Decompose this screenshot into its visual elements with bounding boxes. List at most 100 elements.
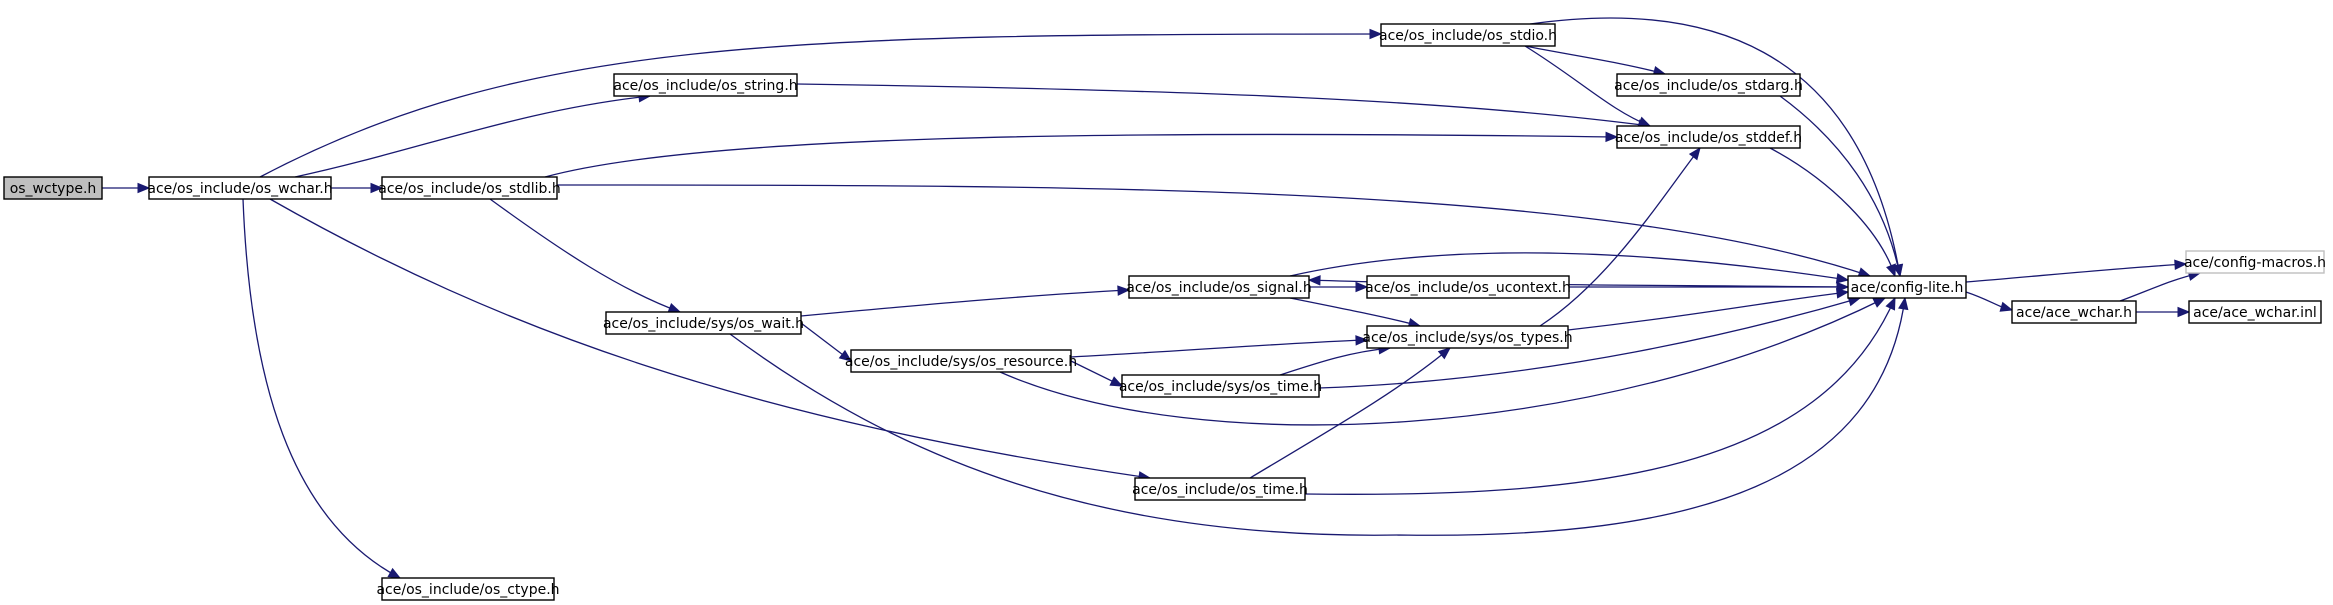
node-label: ace/os_include/os_stddef.h (1615, 130, 1802, 146)
edge-os_signal-to-os_ucontext (1309, 281, 1369, 293)
node-box (1366, 325, 1569, 349)
arrowhead-icon (838, 349, 853, 362)
node-label: ace/os_include/os_time.h (1132, 482, 1308, 498)
node-label: ace/ace_wchar.inl (2193, 305, 2317, 321)
node-label: ace/os_include/os_stdio.h (1379, 28, 1557, 44)
node-config-macros[interactable]: ace/config-macros.h (2184, 250, 2326, 274)
node-box (2185, 250, 2325, 274)
edges-layer (102, 17, 2202, 579)
edge-os_sys_time-to-os_types (1279, 344, 1392, 376)
arrowhead-icon (1355, 335, 1369, 346)
node-config-lite[interactable]: ace/config-lite.h (1847, 275, 1967, 299)
edge-line (259, 33, 1382, 178)
node-os-ctype[interactable]: ace/os_include/os_ctype.h (376, 577, 560, 601)
arrowhead-icon (1999, 301, 2014, 312)
arrowhead-icon (667, 302, 682, 313)
node-label: ace/os_include/os_stdarg.h (1614, 78, 1803, 94)
edge-os_wchar-to-os_stdio (259, 28, 1383, 178)
node-label: ace/os_include/os_string.h (613, 78, 797, 94)
edge-line (729, 297, 1906, 536)
arrowhead-icon (1109, 376, 1124, 387)
edge-os_signal-to-os_types (1289, 297, 1422, 329)
edge-os_stdarg-to-config_lite (1779, 95, 1903, 278)
edge-line (489, 198, 681, 313)
node-box (1128, 275, 1310, 299)
arrowhead-icon (1886, 263, 1896, 278)
node-os-wctype: os_wctype.h (3, 176, 103, 200)
edge-os_stdlib-to-config_lite (556, 184, 1872, 278)
node-os-types[interactable]: ace/os_include/sys/os_types.h (1362, 325, 1573, 349)
node-box (381, 577, 555, 601)
node-os-string[interactable]: ace/os_include/os_string.h (613, 73, 798, 97)
edge-os_time-to-config_lite (1304, 296, 1896, 495)
edge-line (1965, 263, 2187, 283)
node-box (1616, 125, 1801, 149)
node-label: ace/os_include/sys/os_resource.h (845, 354, 1077, 370)
edge-line (1249, 347, 1451, 479)
arrowhead-icon (1898, 296, 1909, 311)
arrowhead-icon (370, 182, 384, 194)
edge-line (1567, 291, 1849, 331)
node-label: ace/config-lite.h (1851, 280, 1964, 296)
arrowhead-icon (2177, 306, 2191, 318)
edge-os_stdlib-to-os_stddef (544, 131, 1619, 178)
edge-line (1779, 95, 1901, 277)
edge-os_stdio-to-os_stdarg (1524, 45, 1667, 77)
edge-line (1318, 297, 1861, 389)
edge-os_signal-to-config_lite (1289, 252, 1850, 284)
arrowhead-icon (2174, 259, 2188, 270)
edge-line (1289, 252, 1849, 281)
edge-line (999, 297, 1886, 426)
edge-os_wchar-to-os_ctype (242, 198, 402, 579)
node-label: ace/config-macros.h (2184, 255, 2326, 271)
edge-line (242, 198, 401, 579)
node-os-wait[interactable]: ace/os_include/sys/os_wait.h (603, 311, 804, 335)
edge-os_wait-to-os_signal (800, 285, 1131, 317)
edge-line (1304, 297, 1896, 495)
arrowhead-icon (1688, 146, 1701, 161)
edge-os_stddef-to-config_lite (1769, 147, 1896, 278)
node-label: ace/os_include/os_wchar.h (147, 181, 332, 197)
node-label: ace/os_include/sys/os_wait.h (603, 316, 804, 332)
arrowhead-icon (1437, 347, 1452, 360)
edge-ace_wchar-to-config_macros (2119, 270, 2202, 302)
edge-os_wchar-to-os_stdlib (331, 182, 384, 194)
node-box (381, 176, 558, 200)
arrowhead-icon (1885, 296, 1896, 311)
edge-os_stdlib-to-os_wait (489, 198, 682, 313)
edge-line (1070, 339, 1368, 358)
edge-os_wchar-to-os_time (269, 198, 1152, 482)
edge-line (556, 184, 1871, 277)
node-ace-wchar[interactable]: ace/ace_wchar.h (2011, 300, 2137, 324)
arrowhead-icon (137, 182, 151, 194)
edge-os_time-to-os_types (1249, 347, 1452, 479)
node-os-sys-time[interactable]: ace/os_include/sys/os_time.h (1119, 374, 1322, 398)
node-os-time[interactable]: ace/os_include/os_time.h (1132, 477, 1308, 501)
nodes-layer: os_wctype.h ace/os_include/os_wchar.h ace/… (3, 23, 2326, 601)
node-box (1121, 374, 1320, 398)
node-os-stdlib[interactable]: ace/os_include/os_stdlib.h (378, 176, 561, 200)
node-os-stdio[interactable]: ace/os_include/os_stdio.h (1379, 23, 1557, 47)
node-box (850, 349, 1072, 373)
node-label: ace/os_include/os_signal.h (1126, 280, 1312, 296)
node-os-wchar[interactable]: ace/os_include/os_wchar.h (147, 176, 333, 200)
node-box (1380, 23, 1556, 47)
arrowhead-icon (1835, 288, 1850, 299)
node-os-resource[interactable]: ace/os_include/sys/os_resource.h (845, 349, 1077, 373)
edge-os_types-to-os_stddef (1539, 146, 1701, 327)
node-box (1366, 275, 1570, 299)
node-os-ucontext[interactable]: ace/os_include/os_ucontext.h (1365, 275, 1571, 299)
edge-line (1769, 147, 1896, 277)
edge-os_resource-to-os_sys_time (1070, 360, 1124, 387)
edge-line (1529, 17, 1901, 277)
node-label: ace/os_include/os_ctype.h (376, 582, 559, 598)
edge-line (796, 83, 1651, 127)
node-box (605, 311, 802, 335)
node-os-stdarg[interactable]: ace/os_include/os_stdarg.h (1614, 73, 1803, 97)
edge-line (1289, 297, 1421, 327)
node-os-signal[interactable]: ace/os_include/os_signal.h (1126, 275, 1312, 299)
node-ace-wchar-inl[interactable]: ace/ace_wchar.inl (2188, 300, 2322, 324)
node-os-stddef[interactable]: ace/os_include/os_stddef.h (1615, 125, 1802, 149)
edge-ace_wchar-to-ace_wchar_inl (2136, 306, 2191, 318)
